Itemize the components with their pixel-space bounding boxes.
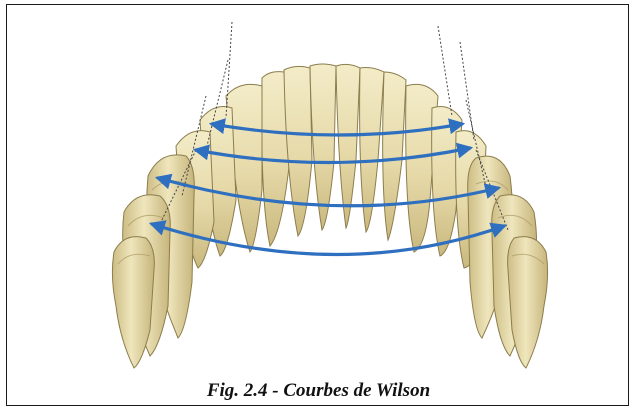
incisor-2 bbox=[284, 66, 312, 236]
incisor-5 bbox=[360, 68, 384, 233]
incisor-4 bbox=[336, 64, 360, 228]
incisor-teeth bbox=[262, 64, 406, 246]
incisor-6 bbox=[383, 72, 406, 240]
figure-caption: Fig. 2.4 - Courbes de Wilson bbox=[0, 380, 637, 402]
